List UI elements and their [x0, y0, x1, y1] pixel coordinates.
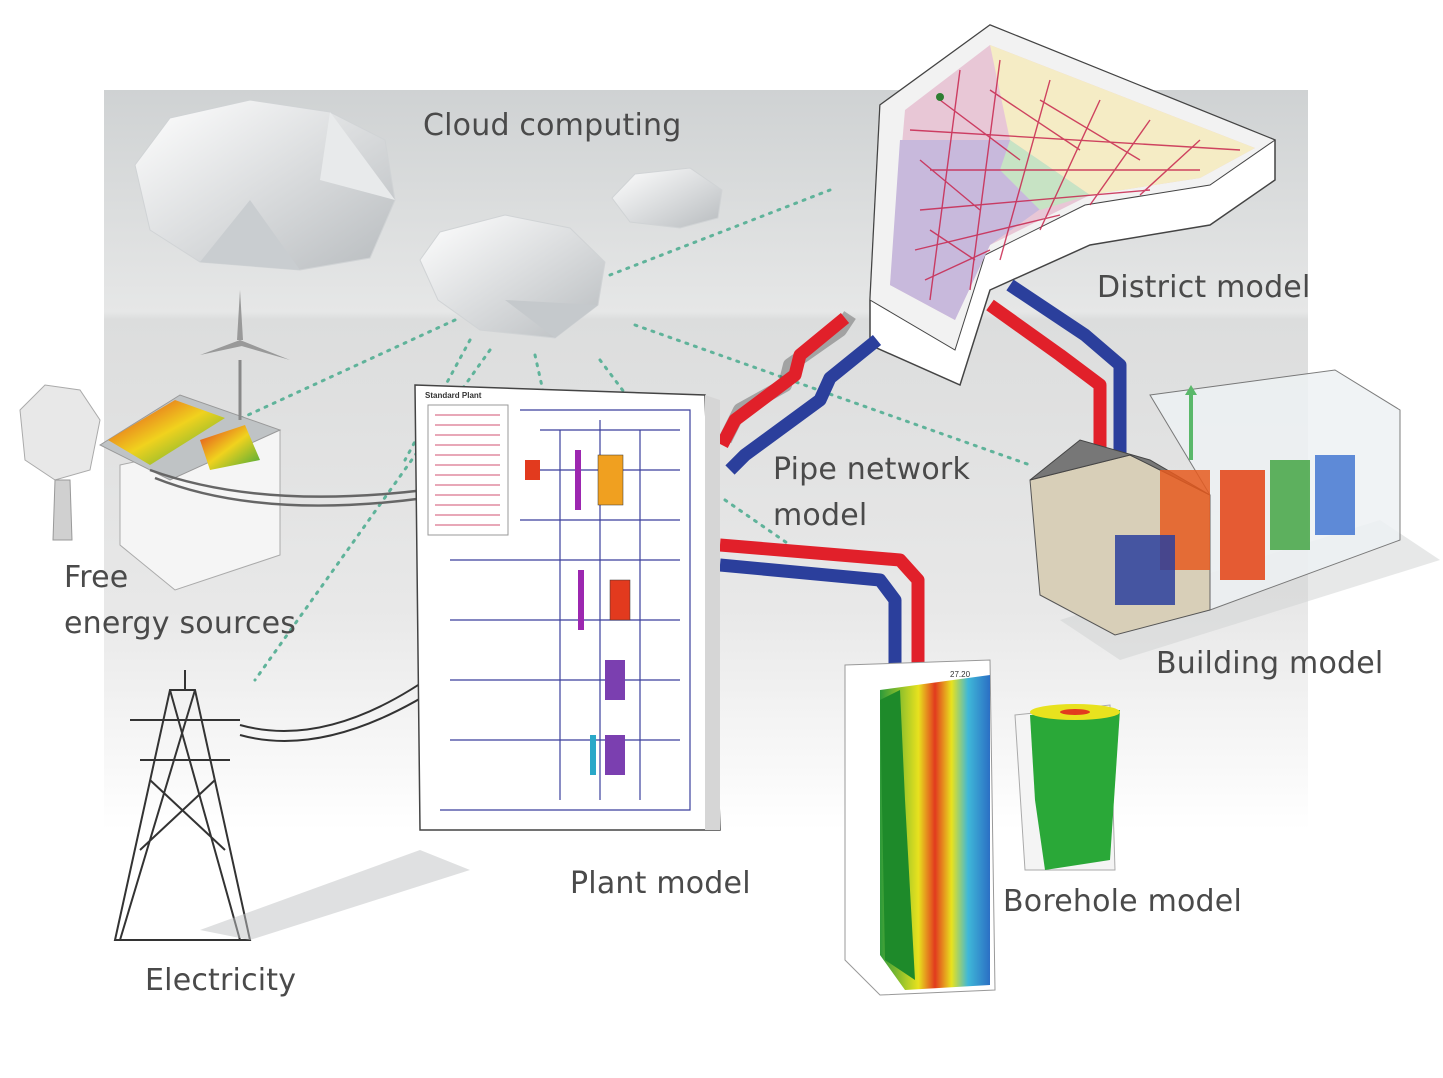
building-model: [1029, 369, 1440, 660]
label-borehole-model: Borehole model: [1003, 884, 1242, 919]
label-electricity: Electricity: [145, 963, 297, 998]
borehole-model-large: 27.20: [844, 659, 996, 996]
plant-diagram-title: Standard Plant: [425, 391, 482, 400]
pylon-shadow: [200, 850, 470, 940]
district-model-block: [869, 24, 1277, 387]
cloud-medium-icon: [419, 214, 606, 339]
house-cable: [149, 468, 426, 507]
cloud-small-icon: [611, 167, 723, 229]
label-pipe-network-line2: model: [773, 498, 868, 533]
label-free-energy-line2: energy sources: [64, 606, 297, 641]
borehole-readout: 27.20: [950, 670, 971, 679]
label-cloud-computing: Cloud computing: [423, 108, 682, 143]
pipe-network: [716, 279, 1127, 680]
cloud-large-icon: [134, 99, 396, 271]
label-plant-model: Plant model: [570, 866, 751, 901]
borehole-model-small: [1014, 704, 1120, 871]
label-district-model: District model: [1097, 270, 1311, 305]
tree-icon: [19, 384, 101, 541]
label-pipe-network-line1: Pipe network: [773, 452, 971, 487]
plant-model-diagram: Standard Plant: [414, 384, 721, 831]
label-building-model: Building model: [1156, 646, 1384, 681]
label-free-energy-line1: Free: [64, 560, 129, 595]
house-with-solar-roof: [98, 290, 290, 591]
